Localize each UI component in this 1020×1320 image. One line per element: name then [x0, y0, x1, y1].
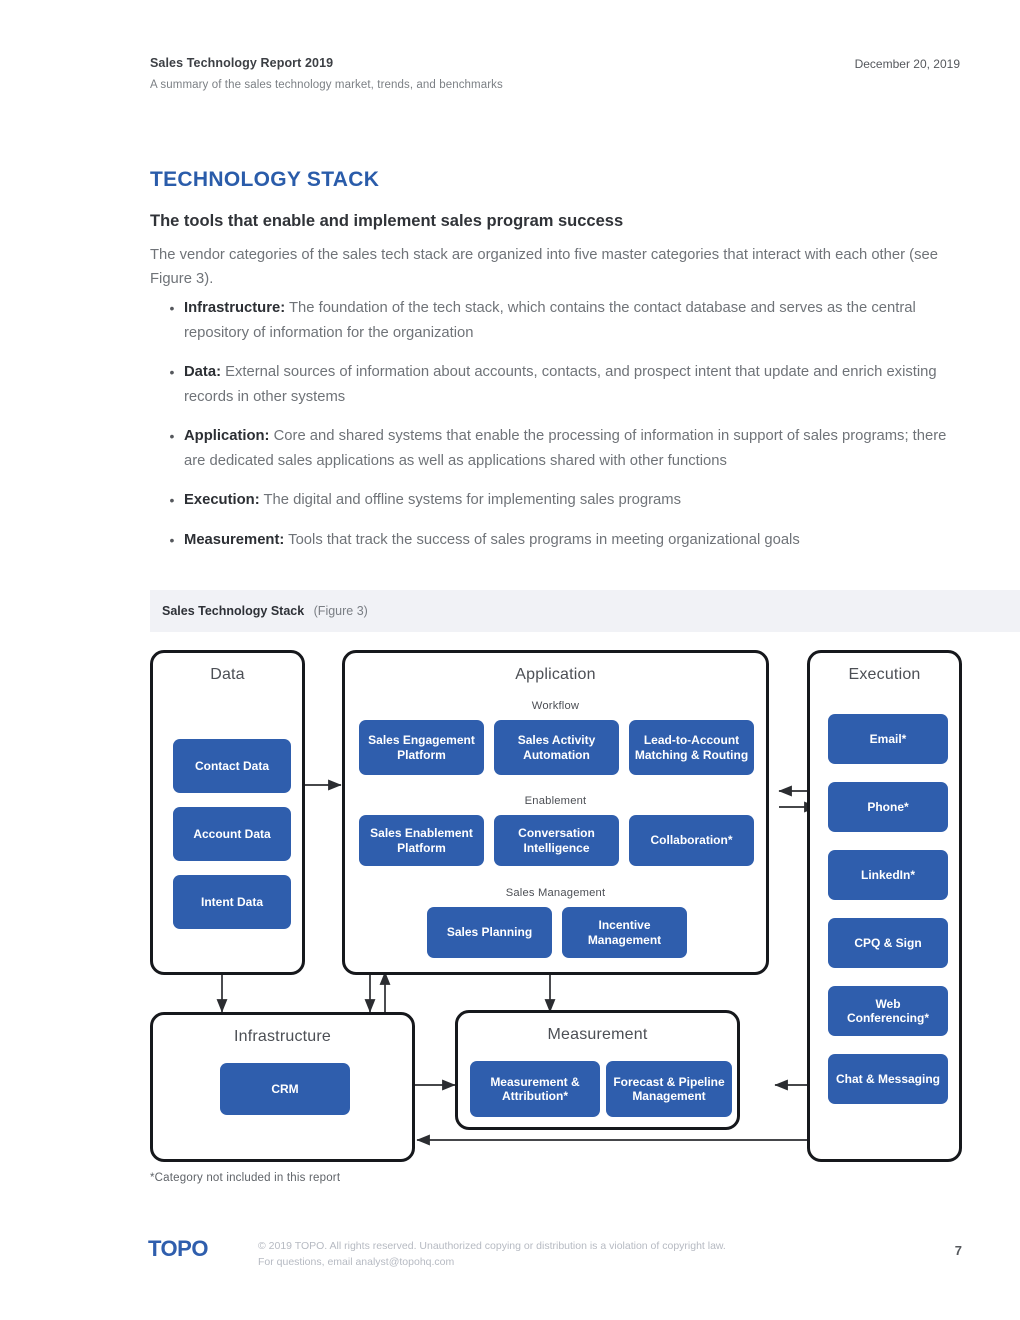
report-title: Sales Technology Report 2019 — [150, 56, 334, 70]
list-item-text: Data: External sources of information ab… — [184, 360, 960, 409]
copyright-line-1: © 2019 TOPO. All rights reserved. Unauth… — [258, 1240, 726, 1252]
bullet-marker-icon: • — [169, 428, 175, 444]
list-item-term: Application: — [184, 428, 270, 444]
group-infrastructure: Infrastructure CRM — [150, 1012, 415, 1162]
copyright-notice: © 2019 TOPO. All rights reserved. Unauth… — [258, 1238, 726, 1270]
list-item-term: Measurement: — [184, 531, 285, 548]
group-measurement: Measurement Measurement & Attribution* F… — [455, 1010, 740, 1130]
list-item-text: Infrastructure: The foundation of the te… — [184, 296, 960, 345]
chip-conversation-intelligence[interactable]: Conversation Intelligence — [494, 815, 619, 866]
topo-logo: TOPO — [148, 1236, 208, 1261]
chip-crm[interactable]: CRM — [220, 1063, 350, 1115]
category-bullet-list: • Infrastructure: The foundation of the … — [150, 296, 960, 567]
figure-caption-number: (Figure 3) — [313, 604, 368, 618]
group-execution-title: Execution — [848, 666, 921, 683]
chip-contact-data[interactable]: Contact Data — [173, 739, 291, 793]
list-item-desc: The digital and offline systems for impl… — [259, 492, 682, 508]
list-item-text: Execution: The digital and offline syste… — [184, 488, 960, 513]
bullet-marker-icon: • — [169, 492, 175, 508]
chip-collaboration[interactable]: Collaboration* — [629, 815, 754, 866]
figure-footnote: *Category not included in this report — [150, 1172, 341, 1184]
section-subheading: The tools that enable and implement sale… — [150, 212, 624, 230]
list-item-text: Application: Core and shared systems tha… — [184, 424, 960, 473]
chip-email[interactable]: Email* — [828, 714, 948, 764]
group-measurement-title: Measurement — [547, 1026, 648, 1043]
list-item-term: Data: — [184, 364, 221, 380]
chip-sales-planning[interactable]: Sales Planning — [427, 907, 552, 958]
list-item: • Measurement: Tools that track the succ… — [150, 528, 960, 553]
copyright-line-2: For questions, email analyst@topohq.com — [258, 1256, 455, 1268]
chip-cpq-and-sign[interactable]: CPQ & Sign — [828, 918, 948, 968]
list-item-desc: External sources of information about ac… — [184, 364, 937, 405]
group-application-title: Application — [515, 666, 596, 683]
subgroup-label-sales-management: Sales Management — [505, 887, 606, 899]
chip-sales-activity-automation[interactable]: Sales Activity Automation — [494, 720, 619, 775]
chip-measurement-and-attribution[interactable]: Measurement & Attribution* — [470, 1061, 600, 1117]
chip-intent-data[interactable]: Intent Data — [173, 875, 291, 929]
group-data-title: Data — [210, 666, 245, 683]
list-item: • Infrastructure: The foundation of the … — [150, 296, 960, 345]
technology-stack-diagram: Data Contact Data Account Data Intent Da… — [145, 645, 975, 1175]
list-item: • Execution: The digital and offline sys… — [150, 488, 960, 513]
list-item-desc: The foundation of the tech stack, which … — [184, 300, 916, 341]
chip-chat-and-messaging[interactable]: Chat & Messaging — [828, 1054, 948, 1104]
report-subtitle: A summary of the sales technology market… — [150, 79, 503, 91]
list-item-desc: Core and shared systems that enable the … — [184, 428, 947, 469]
chip-sales-engagement-platform[interactable]: Sales Engagement Platform — [359, 720, 484, 775]
chip-web-conferencing[interactable]: Web Conferencing* — [828, 986, 948, 1036]
figure-caption-band: Sales Technology Stack (Figure 3) — [150, 590, 1020, 632]
running-header: Sales Technology Report 2019 December 20… — [150, 56, 960, 91]
chip-lead-to-account-matching-routing[interactable]: Lead-to-Account Matching & Routing — [629, 720, 754, 775]
chip-linkedin[interactable]: LinkedIn* — [828, 850, 948, 900]
section-heading: TECHNOLOGY STACK — [150, 168, 380, 191]
report-date: December 20, 2019 — [854, 57, 960, 71]
bullet-marker-icon: • — [169, 364, 175, 380]
chip-incentive-management[interactable]: Incentive Management — [562, 907, 687, 958]
chip-forecast-and-pipeline-management[interactable]: Forecast & Pipeline Management — [606, 1061, 732, 1117]
group-infrastructure-title: Infrastructure — [233, 1028, 332, 1045]
list-item-desc: Tools that track the success of sales pr… — [284, 531, 800, 548]
bullet-marker-icon: • — [169, 300, 175, 316]
bullet-marker-icon: • — [169, 531, 175, 548]
chip-sales-enablement-platform[interactable]: Sales Enablement Platform — [359, 815, 484, 866]
list-item-term: Execution: — [184, 492, 260, 508]
list-item: • Data: External sources of information … — [150, 360, 960, 409]
list-item-text: Measurement: Tools that track the succes… — [184, 528, 960, 553]
page-number: 7 — [954, 1243, 962, 1258]
group-data: Data Contact Data Account Data Intent Da… — [150, 650, 305, 975]
subgroup-label-enablement: Enablement — [524, 795, 587, 807]
chip-phone[interactable]: Phone* — [828, 782, 948, 832]
figure-caption-title: Sales Technology Stack — [162, 604, 305, 618]
group-execution: Execution Email* Phone* LinkedIn* CPQ & … — [807, 650, 962, 1162]
chip-account-data[interactable]: Account Data — [173, 807, 291, 861]
subgroup-label-workflow: Workflow — [531, 700, 580, 712]
list-item: • Application: Core and shared systems t… — [150, 424, 960, 473]
section-intro-paragraph: The vendor categories of the sales tech … — [150, 247, 938, 287]
list-item-term: Infrastructure: — [184, 300, 286, 316]
group-application: Application Workflow Sales Engagement Pl… — [342, 650, 769, 975]
